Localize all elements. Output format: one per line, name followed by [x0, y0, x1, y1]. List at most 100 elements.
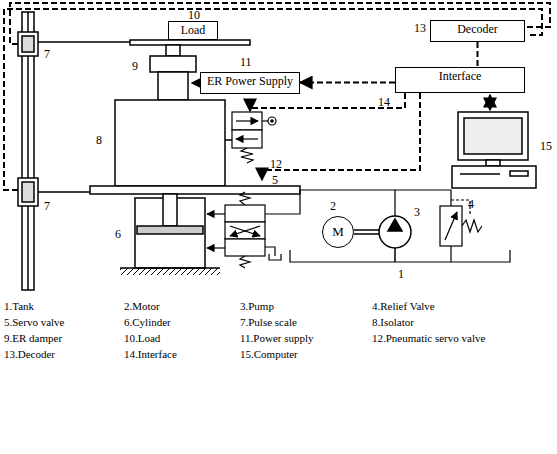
servo-valve-part: [240, 256, 250, 268]
cylinder-part: [137, 226, 203, 234]
callout-number: 8: [96, 134, 102, 147]
decoder-box: Decoder: [430, 20, 525, 42]
node-text: Load: [175, 23, 211, 38]
relief-valve-part: [451, 200, 470, 214]
key-entry: 15.Computer: [240, 348, 298, 361]
relief-valve-part: [445, 212, 457, 240]
er-damper-part: [150, 56, 196, 72]
node-text: M: [323, 217, 353, 246]
pump-part: [354, 233, 379, 235]
tank-part: [290, 250, 510, 262]
pump: [354, 216, 411, 262]
callout-number: 7: [44, 200, 50, 213]
isolator: [90, 100, 300, 194]
callout-number: 9: [132, 60, 138, 73]
pulse-scale-part: [22, 182, 34, 202]
key-entry: 2.Motor: [124, 300, 160, 313]
computer-part: [510, 171, 528, 176]
pump-part: [394, 248, 396, 262]
computer-part: [458, 112, 528, 160]
callout-number: 3: [414, 206, 420, 219]
pneumatic-servo-valve-part: [236, 120, 258, 121]
servo-valve-part: [265, 190, 395, 216]
pump-part: [388, 219, 402, 231]
callout-number: 10: [188, 9, 200, 22]
load-box: Load: [168, 21, 218, 40]
relief-valve-part: [440, 206, 462, 246]
signal-wire: [4, 3, 550, 190]
key-entry: 10.Load: [124, 332, 160, 345]
isolator-part: [90, 186, 300, 194]
pneumatic-servo-valve-part: [262, 120, 268, 121]
isolator-part: [225, 139, 232, 141]
load-platform-part: [130, 40, 250, 45]
pulse-scale-part: [22, 36, 34, 52]
key-entry: 12.Pneumatic servo valve: [372, 332, 485, 345]
isolator-part: [115, 100, 225, 186]
callout-number: 5: [272, 174, 278, 187]
callout-number: 7: [44, 48, 50, 61]
callout-number: 4: [468, 198, 474, 211]
cylinder-part: [120, 268, 220, 275]
pulse-scale-part: [18, 178, 38, 206]
power-supply-box: ER Power Supply: [200, 72, 300, 94]
callout-number: 15: [540, 140, 552, 153]
relief-valve-part: [450, 246, 451, 262]
key-entry: 5.Servo valve: [4, 316, 64, 329]
pneumatic-servo-valve-part: [232, 130, 262, 148]
tank: [290, 250, 510, 262]
servo-valve-part: [207, 247, 225, 248]
pump-part: [379, 216, 411, 248]
interface-box: Interface: [395, 67, 525, 93]
servo-valve-part: [269, 254, 281, 260]
cylinder-part: [120, 267, 220, 269]
pneumatic-servo-valve-part: [268, 117, 276, 125]
node-text: Interface: [402, 69, 518, 84]
er-damper-part: [166, 45, 180, 56]
servo-valve-part: [230, 226, 260, 236]
pulse-scale-part: [38, 191, 90, 193]
cylinder: [120, 194, 220, 275]
key-entry: 11.Power supply: [240, 332, 314, 345]
key-entry: 14.Interface: [124, 348, 177, 361]
key-entry: 9.ER damper: [4, 332, 62, 345]
servo-valve-part: [230, 226, 260, 236]
motor-circle: M: [322, 216, 354, 248]
relief-valve-part: [462, 220, 482, 232]
computer-part: [460, 173, 500, 175]
er-damper: [150, 45, 196, 100]
pneumatic-servo-valve-part: [241, 148, 253, 163]
callout-number: 11: [240, 56, 252, 69]
servo-valve-part: [225, 222, 265, 239]
key-entry: 6.Cylinder: [124, 316, 171, 329]
computer: [452, 112, 536, 188]
pneumatic-servo-valve-part: [232, 112, 262, 130]
pulse-scale-part: [18, 32, 38, 56]
signal-wire-part: [262, 93, 420, 180]
callout-number: 13: [414, 22, 426, 35]
load-platform: [130, 40, 250, 45]
er-damper-part: [158, 72, 188, 100]
signal-wire-part: [250, 93, 405, 111]
callout-number: 12: [270, 158, 282, 171]
key-entry: 7.Pulse scale: [240, 316, 297, 329]
signal-wire-part: [4, 9, 542, 190]
pulse-scale-part: [38, 41, 130, 43]
servo-valve-part: [225, 239, 265, 256]
servo-valve-part: [207, 213, 225, 214]
pump-part: [354, 229, 379, 231]
callout-number: 6: [115, 228, 121, 241]
computer-part: [486, 160, 500, 166]
pneumatic-servo-valve: [232, 112, 276, 163]
key-entry: 3.Pump: [240, 300, 274, 313]
node-text: ER Power Supply: [207, 74, 293, 89]
signal-wire-part: [489, 95, 491, 110]
cylinder-part: [163, 194, 177, 226]
servo-valve-part: [225, 205, 265, 222]
relief-valve: [440, 200, 482, 262]
key-entry: 1.Tank: [4, 300, 34, 313]
computer-part: [464, 118, 522, 154]
callout-number: 2: [330, 200, 336, 213]
servo-valve-part: [240, 192, 250, 205]
